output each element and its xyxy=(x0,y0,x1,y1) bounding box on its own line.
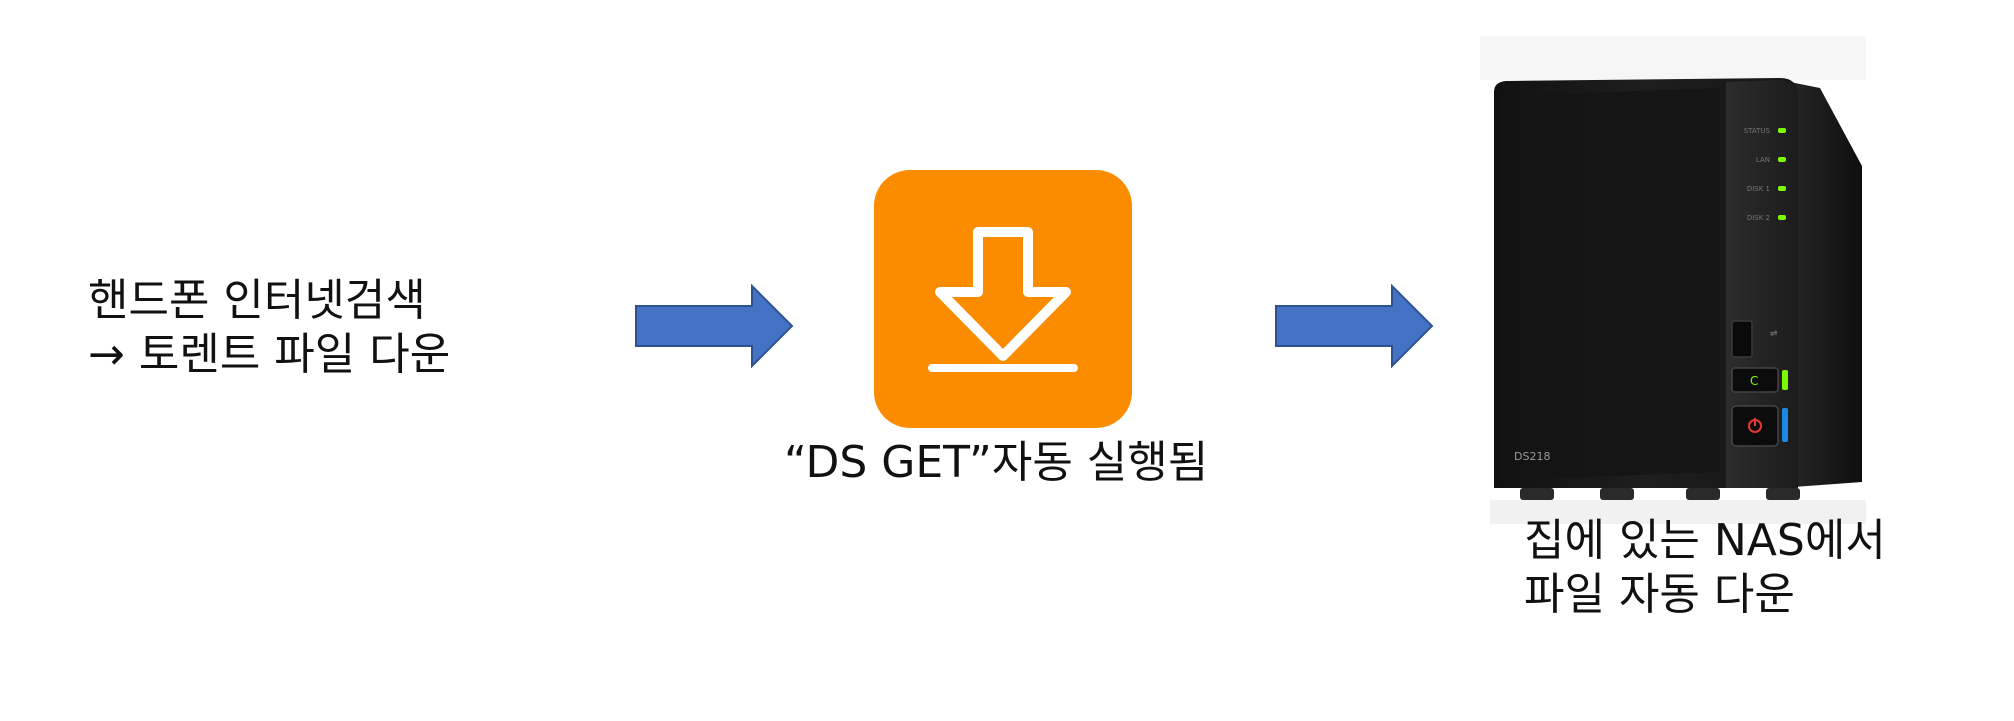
step3-line2: 파일 자동 다운 xyxy=(1524,569,1795,620)
model-label: DS218 xyxy=(1514,450,1550,463)
device-feet xyxy=(1520,488,1800,500)
step3-line1: 집에 있는 NAS에서 xyxy=(1524,515,1886,566)
step2-caption: “DS GET”자동 실행됨 xyxy=(784,437,1209,488)
step1-line2: → 토렌트 파일 다운 xyxy=(88,329,451,380)
step1-text: 핸드폰 인터넷검색 → 토렌트 파일 다운 xyxy=(88,274,450,382)
ds-get-app-icon xyxy=(874,170,1132,428)
flow-arrow-1 xyxy=(635,284,794,368)
step1-line1: 핸드폰 인터넷검색 xyxy=(88,275,426,326)
led-label-disk1: DISK 1 xyxy=(1747,185,1770,193)
led-label-status: STATUS xyxy=(1744,127,1771,135)
nas-device-image: STATUS LAN DISK 1 DISK 2 ⇌ C DS218 xyxy=(1480,36,1866,524)
usb-port xyxy=(1731,320,1753,358)
step3-text: 집에 있는 NAS에서 파일 자동 다운 xyxy=(1524,514,1886,622)
led-label-lan: LAN xyxy=(1756,156,1770,164)
usb-symbol-icon: ⇌ xyxy=(1770,329,1778,339)
status-leds xyxy=(1778,128,1786,220)
copy-button xyxy=(1731,367,1779,393)
flow-arrow-2 xyxy=(1275,284,1434,368)
copy-button-label: C xyxy=(1750,374,1758,388)
download-arrow-icon xyxy=(935,227,1071,361)
led-label-disk2: DISK 2 xyxy=(1747,214,1770,222)
